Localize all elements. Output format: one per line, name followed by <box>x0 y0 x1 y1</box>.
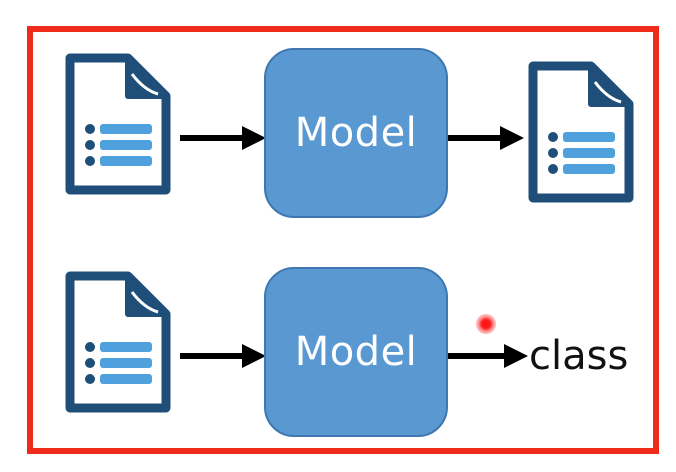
model-label-bottom: Model <box>294 329 418 375</box>
arrow-to-model-top <box>180 126 266 150</box>
arrow-to-class <box>448 344 528 368</box>
class-output-label: class <box>529 333 629 379</box>
diagram-frame <box>27 26 659 454</box>
output-document-icon <box>528 61 634 203</box>
input-document-icon <box>65 53 171 195</box>
input-document-icon-bottom <box>65 271 171 413</box>
model-box-top: Model <box>264 48 448 218</box>
model-box-bottom: Model <box>264 267 448 437</box>
arrow-to-model-bottom <box>180 344 266 368</box>
cursor-highlight-icon <box>476 314 496 334</box>
model-label-top: Model <box>294 110 418 156</box>
arrow-from-model-top <box>448 126 524 150</box>
